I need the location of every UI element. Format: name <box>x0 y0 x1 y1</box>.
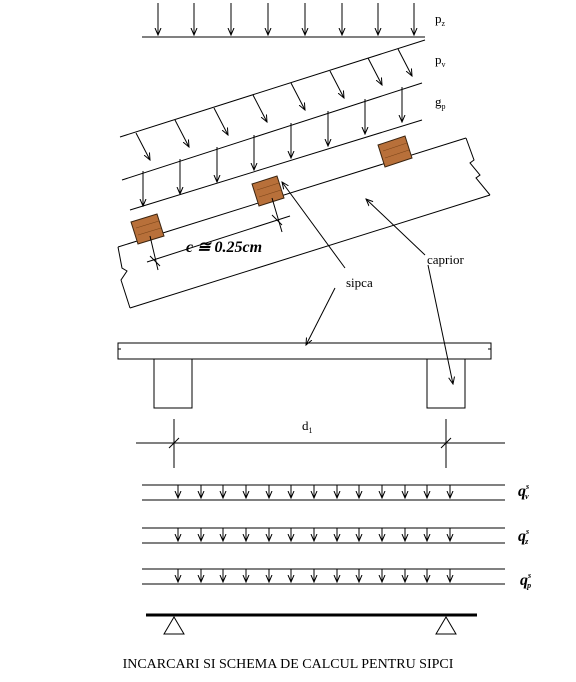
label-pv: pv <box>435 52 446 69</box>
leader-caprior-bottom <box>427 264 453 384</box>
dimension-d1 <box>136 419 505 468</box>
load-pv <box>119 39 426 160</box>
load-pz <box>142 3 425 38</box>
leader-sipca-bottom <box>306 287 336 345</box>
diagram-caption: INCARCARI SI SCHEMA DE CALCUL PENTRU SIP… <box>123 657 454 672</box>
load-qz <box>142 527 505 544</box>
batten-section <box>117 342 492 360</box>
label-sipca: sipca <box>346 275 373 290</box>
label-pz: pz <box>435 11 446 28</box>
dimension-c <box>146 197 291 271</box>
support-right <box>435 616 457 635</box>
line-pv-base <box>121 82 423 181</box>
batten-inclined-3 <box>377 135 413 168</box>
batten-inclined-2 <box>251 175 285 207</box>
support-left <box>163 616 185 635</box>
load-gp <box>143 87 402 206</box>
load-qv <box>142 484 505 501</box>
load-qp <box>142 568 505 585</box>
label-d1: d1 <box>302 418 313 435</box>
rafter-section-right <box>426 358 466 409</box>
rafter-section-left <box>153 358 193 409</box>
leader-caprior-top <box>366 199 426 256</box>
batten-inclined-1 <box>130 213 165 245</box>
label-gp: gp <box>435 94 446 111</box>
label-c-spacing: c ≅ 0.25cm <box>186 239 262 256</box>
line-gp-base <box>129 119 423 211</box>
label-caprior: caprior <box>427 252 464 267</box>
leader-sipca-top <box>282 182 346 269</box>
